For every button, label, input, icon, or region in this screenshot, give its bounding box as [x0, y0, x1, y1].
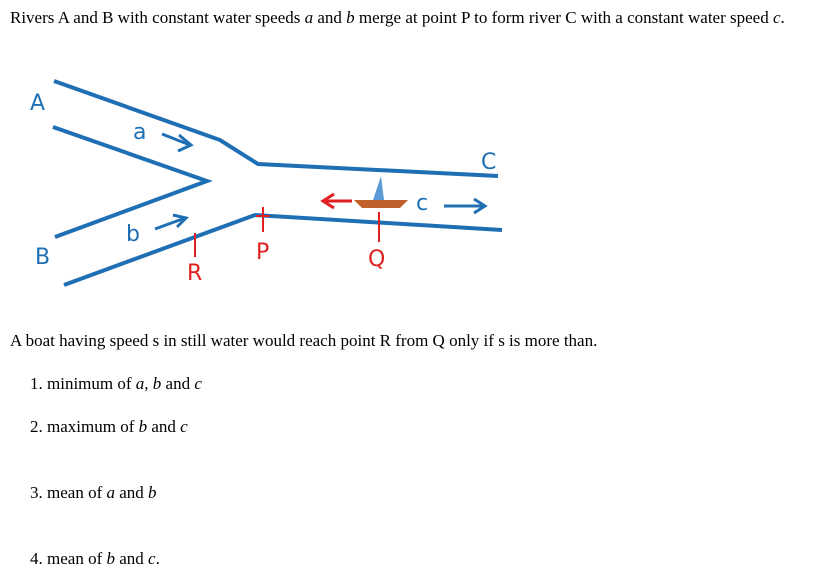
label-point-p: P	[256, 240, 269, 265]
intro-part: Rivers A and B with constant water speed…	[10, 8, 305, 27]
intro-var-b: b	[346, 8, 355, 27]
option-3[interactable]: 3. mean of a and b	[30, 481, 157, 504]
arrow-a-icon	[161, 132, 194, 153]
question-text: A boat having speed s in still water wou…	[10, 331, 598, 350]
arrow-c-icon	[444, 197, 488, 215]
option-text: and	[161, 374, 195, 393]
label-speed-c: c	[416, 191, 428, 216]
option-number: 4.	[30, 549, 47, 568]
option-var: c	[180, 417, 188, 436]
boat-sail-icon	[373, 176, 384, 200]
label-point-q: Q	[368, 247, 385, 272]
arrow-b-icon	[154, 213, 189, 231]
intro-var-a: a	[304, 8, 314, 27]
option-var: b	[152, 374, 162, 393]
option-text: and	[114, 483, 149, 502]
label-speed-a: a	[133, 120, 146, 145]
option-4[interactable]: 4. mean of b and c.	[30, 547, 160, 570]
option-text: and	[114, 549, 149, 568]
river-diagram: A B C a b c P Q R	[30, 79, 503, 287]
river-a-upper-bank	[53, 79, 499, 178]
option-text: and	[147, 417, 181, 436]
option-text: maximum of	[47, 417, 139, 436]
label-speed-b: b	[126, 222, 140, 247]
option-text: .	[155, 549, 160, 568]
option-text: mean of	[47, 483, 107, 502]
intro-part: merge at point P to form river C with a …	[354, 8, 773, 27]
intro-part: and	[313, 8, 347, 27]
point-p-marker	[256, 207, 270, 232]
option-var: b	[138, 417, 148, 436]
option-var: c	[194, 374, 202, 393]
label-river-b: B	[35, 245, 50, 270]
intro-var-c: c	[772, 8, 781, 27]
option-number: 2.	[30, 417, 47, 436]
option-var: c	[148, 549, 156, 568]
label-river-a: A	[30, 91, 45, 116]
option-var: a	[106, 483, 115, 502]
label-point-r: R	[187, 261, 202, 286]
option-2[interactable]: 2. maximum of b and c	[30, 415, 188, 438]
option-number: 3.	[30, 483, 47, 502]
option-number: 1.	[30, 374, 47, 393]
arrow-boat-icon	[320, 192, 352, 210]
option-1[interactable]: 1. minimum of a, b and c	[30, 372, 202, 395]
boat-hull-icon	[354, 200, 408, 208]
option-text: mean of	[47, 549, 107, 568]
option-var: a,	[135, 374, 149, 393]
intro-text: Rivers A and B with constant water speed…	[10, 6, 810, 29]
intro-part: .	[780, 8, 785, 27]
option-var: b	[148, 483, 157, 502]
label-river-c: C	[481, 150, 496, 175]
river-b-lower-bank	[63, 212, 503, 287]
river-a-lower-bank	[52, 125, 213, 239]
option-var: b	[106, 549, 115, 568]
option-text: minimum of	[47, 374, 136, 393]
